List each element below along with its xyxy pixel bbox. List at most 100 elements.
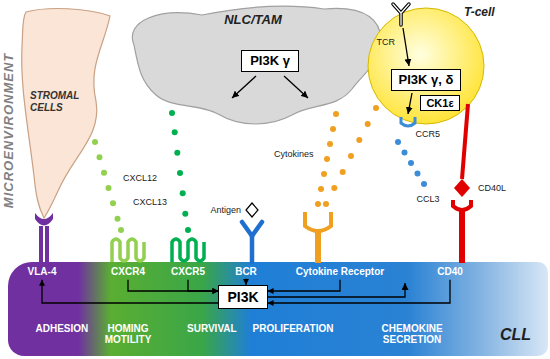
cell-outline <box>368 8 484 124</box>
bcr-receptor <box>242 222 262 262</box>
cytokine-dots <box>356 137 362 143</box>
edge-group <box>42 279 450 303</box>
cxcl12-dots <box>118 227 124 233</box>
receptor-label: CD40 <box>436 266 464 278</box>
receptor-label: Cytokine Receptor <box>295 266 385 278</box>
cxcl13-dots <box>185 227 191 233</box>
cytokine-dots <box>315 201 321 207</box>
label-slot: CXCL12 <box>123 173 157 183</box>
cytokine-receptor <box>305 212 331 263</box>
signal-arrow <box>128 280 218 291</box>
cxcl12-dots <box>92 139 98 145</box>
cxcl12-dots <box>115 216 121 222</box>
ccr5-receptor <box>401 117 415 126</box>
receptor-name: CD40 <box>437 266 463 278</box>
label-slot: TCR <box>377 37 396 47</box>
cxcr5-receptor <box>172 239 204 262</box>
receptor-label: BCR <box>234 266 258 278</box>
label-slot: CCR5 <box>416 129 441 139</box>
cytokine-dots <box>330 126 336 132</box>
signal-arrow <box>408 93 412 114</box>
chemokine-label: CCL3 <box>417 194 440 204</box>
tcr-antibody <box>393 4 409 25</box>
cell-outline <box>22 9 110 218</box>
cytokine-dots <box>323 201 329 207</box>
receptor-label: CXCR4 <box>110 266 146 278</box>
signal-arrow <box>232 76 256 98</box>
cxcl12-dots <box>97 154 103 160</box>
receptor-label: TCR <box>377 37 396 47</box>
signal-arrow <box>284 76 308 98</box>
function-label: HOMING MOTILITY <box>100 323 156 346</box>
receptor-name: VLA-4 <box>28 266 57 278</box>
label-slot: MICROENVIRONMENT <box>0 123 87 138</box>
vla4-receptor <box>45 226 49 263</box>
kinase-name: PI3K <box>227 289 258 305</box>
cytokine-dots <box>331 185 337 191</box>
function-label: CHEMOKINE SECRETION <box>376 323 448 346</box>
label-slot: HOMING MOTILITY <box>100 323 156 346</box>
cytokine-dots <box>318 186 324 192</box>
cd40-pair <box>454 179 470 197</box>
cxcl12-dots <box>110 200 116 206</box>
signal-arrow <box>268 280 340 291</box>
function-label: ADHESION <box>36 323 89 335</box>
bcr-receptor <box>250 236 255 262</box>
label-slot: ADHESION <box>36 323 89 335</box>
cxcl13-dots <box>177 170 183 176</box>
tcr-antibody <box>393 4 409 25</box>
label-slot: CXCL13 <box>133 197 167 207</box>
receptor-label: VLA-4 <box>27 266 58 278</box>
signal-arrow <box>42 280 218 303</box>
cd40-pair <box>453 104 471 263</box>
kinase-name: PI3K γ, δ <box>399 73 454 88</box>
ccr5-receptor <box>401 117 415 126</box>
signal-arrow <box>232 28 412 297</box>
ccl3-dots <box>402 150 408 156</box>
signal-arrow <box>403 28 409 66</box>
stromal-cell: STROMAL CELLS <box>18 6 114 220</box>
kinase-box: PI3K <box>218 285 267 309</box>
cxcr5-receptor <box>172 239 204 262</box>
function-label: PROLIFERATION <box>253 323 334 335</box>
label-slot: CD40L <box>478 183 506 193</box>
signal-arrow <box>245 279 246 285</box>
receptor-name: CXCR5 <box>171 266 205 278</box>
chemokine-label: CXCL13 <box>133 197 167 207</box>
cytokine-dots <box>333 111 339 117</box>
function-label: SURVIVAL <box>187 323 237 335</box>
tcr-antibody <box>393 4 409 25</box>
cytokine-dots <box>365 121 371 127</box>
cell-name: NLC/TAM <box>120 13 386 28</box>
cell-name: T-cell <box>464 6 506 20</box>
receptor-name: Cytokine Receptor <box>296 266 384 278</box>
cxcl13-dots <box>182 211 188 217</box>
signal-arrow <box>188 280 218 291</box>
label-slot: CHEMOKINE SECRETION <box>376 323 448 346</box>
kinase-box: PI3K γ, δ <box>391 69 462 92</box>
t-cell: T-cellPI3K γ, δ CK1ε <box>368 6 506 126</box>
cxcr4-receptor <box>112 239 144 262</box>
ccl3-dots <box>395 139 401 145</box>
cxcl13-dots <box>169 110 191 233</box>
vla4-receptor <box>35 213 53 263</box>
nlc-tam-cell: NLC/TAM PI3K γ <box>120 3 386 129</box>
bcr-receptor <box>242 222 262 236</box>
kinase-box: PI3K γ <box>241 50 299 73</box>
cxcr4-receptor <box>112 239 144 262</box>
cd40-pair <box>459 211 465 263</box>
receptor-label: CXCR5 <box>170 266 206 278</box>
cytokine-dots <box>315 105 379 207</box>
cell-name: STROMAL CELLS <box>30 90 92 113</box>
kinase-box: CK1ε <box>420 95 459 112</box>
ligand-label: Antigen <box>211 205 242 215</box>
vla4-receptor <box>35 213 53 226</box>
ccl3-dots <box>421 181 427 187</box>
cd40-pair <box>462 104 468 179</box>
cxcl13-dots <box>169 110 175 116</box>
signal-arrow <box>268 283 405 297</box>
cytokine-dots <box>321 171 327 177</box>
cxcl13-dots <box>172 129 178 135</box>
